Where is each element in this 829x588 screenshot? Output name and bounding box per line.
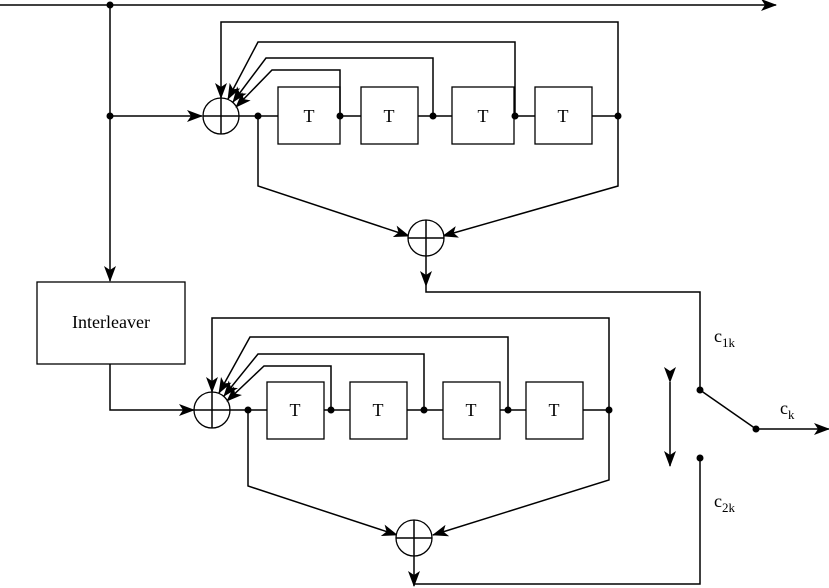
delay-block: T: [451, 86, 515, 145]
delay-label: T: [373, 400, 384, 420]
encoder-1: T T T T: [202, 21, 701, 390]
interleaver-label: Interleaver: [72, 312, 150, 332]
parity2-route-wire: [414, 458, 701, 585]
encoder-2: T T T T: [193, 317, 701, 587]
delay-label: T: [478, 106, 489, 126]
delay-block: T: [534, 86, 593, 145]
feedback-tap-1: [235, 69, 341, 116]
delay-label: T: [304, 106, 315, 126]
delay-label: T: [384, 106, 395, 126]
delay-block: T: [360, 86, 419, 145]
feedback-tap-2: [232, 57, 434, 116]
delay-label: T: [466, 400, 477, 420]
parity1-route-wire: [425, 286, 701, 390]
puncturing-switch: [664, 367, 829, 467]
feedback-tap-1: [226, 365, 332, 410]
output-tap-b: [432, 410, 610, 537]
encoder2-input-wire: [109, 364, 195, 416]
delay-block: T: [277, 86, 341, 145]
switch-contact-bottom: [696, 454, 704, 462]
interleaver-block: Interleaver: [36, 281, 186, 365]
label-ck: ck: [780, 398, 795, 422]
output-tap-a: [257, 116, 410, 237]
delay-block: T: [442, 381, 501, 440]
delay-label: T: [558, 106, 569, 126]
delay-label: T: [290, 400, 301, 420]
delay-block: T: [525, 381, 584, 440]
feedback-tap-3: [227, 41, 516, 116]
feedback-tap-4: [215, 21, 619, 116]
delay-block: T: [349, 381, 408, 440]
feedback-tap-4: [206, 317, 610, 410]
delay-label: T: [549, 400, 560, 420]
feedback-tap-3: [218, 336, 509, 410]
delay-block: T: [266, 381, 325, 440]
output-tap-b: [442, 116, 619, 238]
label-c1k: c1k: [714, 326, 736, 350]
feedback-tap-2: [223, 353, 425, 410]
switch-arm: [699, 389, 757, 430]
label-c2k: c2k: [714, 491, 736, 515]
output-tap-a: [247, 410, 398, 537]
